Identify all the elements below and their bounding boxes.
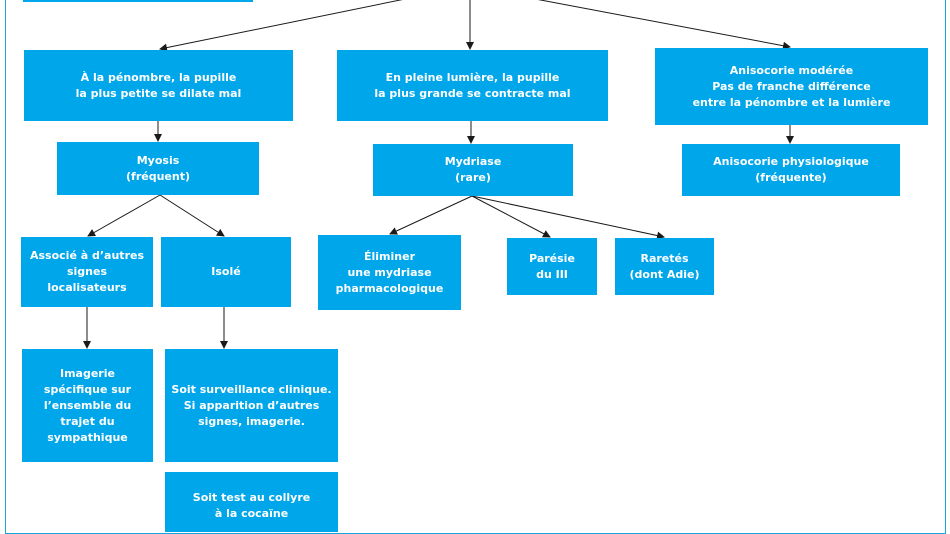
node-bright-light: En pleine lumière, la pupille la plus gr… [337, 50, 608, 121]
node-isolated: Isolé [161, 237, 291, 307]
node-root [23, 0, 253, 2]
node-rarities: Raretés (dont Adie) [615, 238, 714, 295]
arrow-root-to-dim [159, 0, 403, 52]
node-moderate-anisocoria: Anisocorie modérée Pas de franche différ… [655, 48, 928, 125]
node-cocaine-test: Soit test au collyre à la cocaïne [165, 472, 338, 532]
node-dim-light: À la pénombre, la pupille la plus petite… [24, 50, 293, 121]
node-third-nerve-palsy: Parésie du III [507, 238, 597, 295]
node-myosis: Myosis (fréquent) [57, 142, 259, 195]
arrow-mydriase-to-eliminer [389, 195, 473, 235]
node-clinical-surveillance: Soit surveillance clinique. Si apparitio… [165, 349, 338, 462]
arrow-myosis-to-isole [159, 194, 225, 237]
node-associated-signs: Associé à d’autres signes localisateurs [21, 237, 153, 307]
arrow-myosis-to-associe [87, 194, 161, 237]
connector-layer [83, 0, 794, 349]
arrow-mydriase-to-raretes [471, 195, 665, 240]
node-eliminate-pharmacologic: Éliminer une mydriase pharmacologique [318, 235, 461, 310]
arrow-mydriase-to-paresie [471, 195, 551, 238]
node-physiological: Anisocorie physiologique (fréquente) [682, 144, 900, 196]
arrow-root-to-moderate [537, 0, 791, 50]
node-mydriase: Mydriase (rare) [373, 144, 573, 196]
node-specific-imaging: Imagerie spécifique sur l’ensemble du tr… [22, 349, 153, 462]
